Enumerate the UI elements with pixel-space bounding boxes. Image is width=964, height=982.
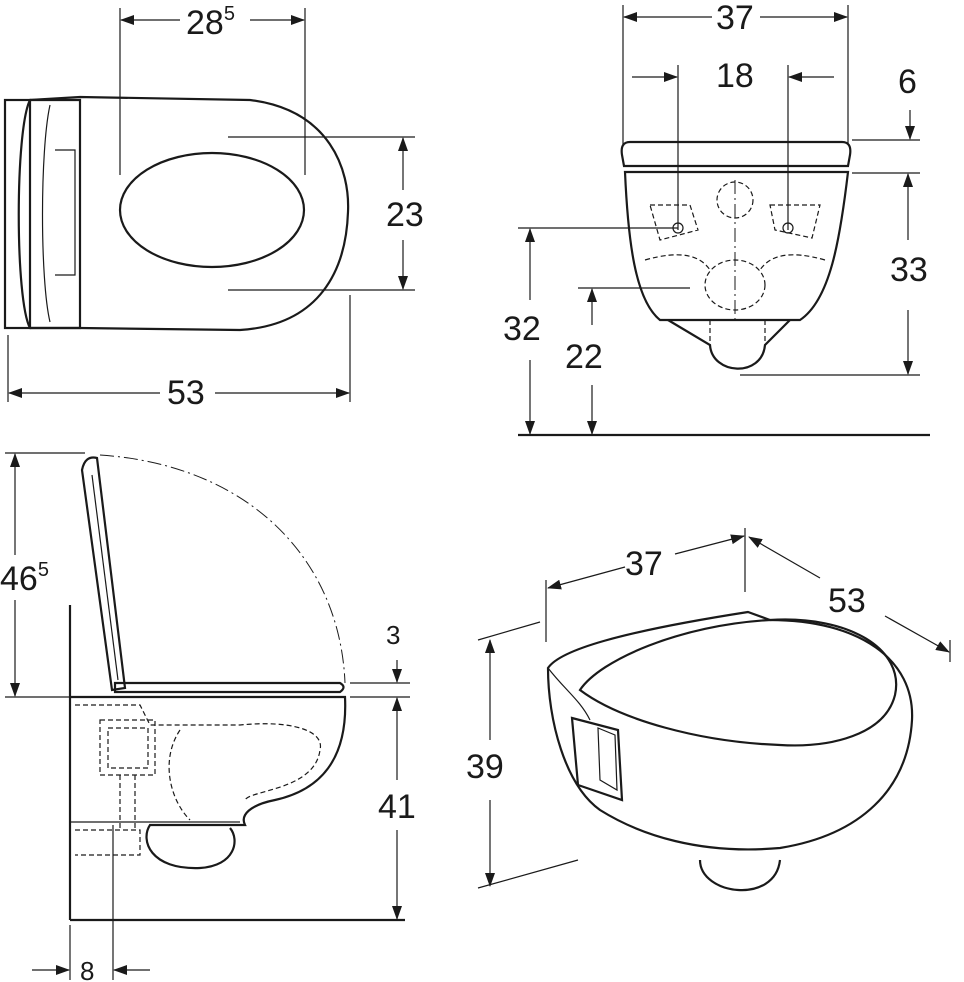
dim-total-width: 37 — [716, 0, 754, 37]
dim-total-length: 53 — [167, 374, 205, 412]
iso-outlet — [698, 859, 782, 892]
iso-cutout — [570, 716, 624, 802]
dim-rim-height: 41 — [378, 788, 416, 826]
dim-seat-height: 6 — [898, 63, 917, 101]
dim-iso-width: 37 — [625, 545, 663, 583]
iso-seat — [578, 618, 898, 747]
seat-opening — [118, 151, 306, 269]
dim-opening-depth: 23 — [386, 196, 424, 234]
dim-seat-thickness: 3 — [386, 620, 400, 650]
dim-iso-height: 39 — [466, 748, 504, 786]
top-view: 285 23 53 — [3, 3, 424, 412]
lid-swing-arc — [99, 454, 346, 684]
dim-lid-open-height: 465 — [0, 559, 49, 598]
wall-outline — [3, 98, 32, 330]
side-view: 465 3 41 8 — [0, 452, 416, 982]
seat-side — [113, 681, 345, 694]
iso-body — [546, 610, 914, 851]
dim-fixing-height: 32 — [503, 310, 541, 348]
seat-outline — [29, 95, 350, 332]
dim-fixing-distance: 18 — [716, 57, 754, 95]
hinge-area — [17, 98, 82, 330]
dim-seat-opening-width: 285 — [186, 3, 235, 42]
dim-bowl-height: 33 — [890, 251, 928, 289]
outlet-front — [667, 319, 791, 370]
dim-outlet-height: 22 — [565, 338, 603, 376]
bowl-front — [623, 170, 850, 322]
seat-front — [620, 140, 852, 168]
raised-lid — [80, 456, 127, 692]
dim-iso-length: 53 — [828, 582, 866, 620]
bowl-side — [70, 695, 347, 870]
dim-wall-offset: 8 — [80, 956, 94, 982]
iso-view: 37 53 39 — [466, 528, 951, 892]
front-view: 37 18 6 33 32 22 — [503, 0, 930, 437]
